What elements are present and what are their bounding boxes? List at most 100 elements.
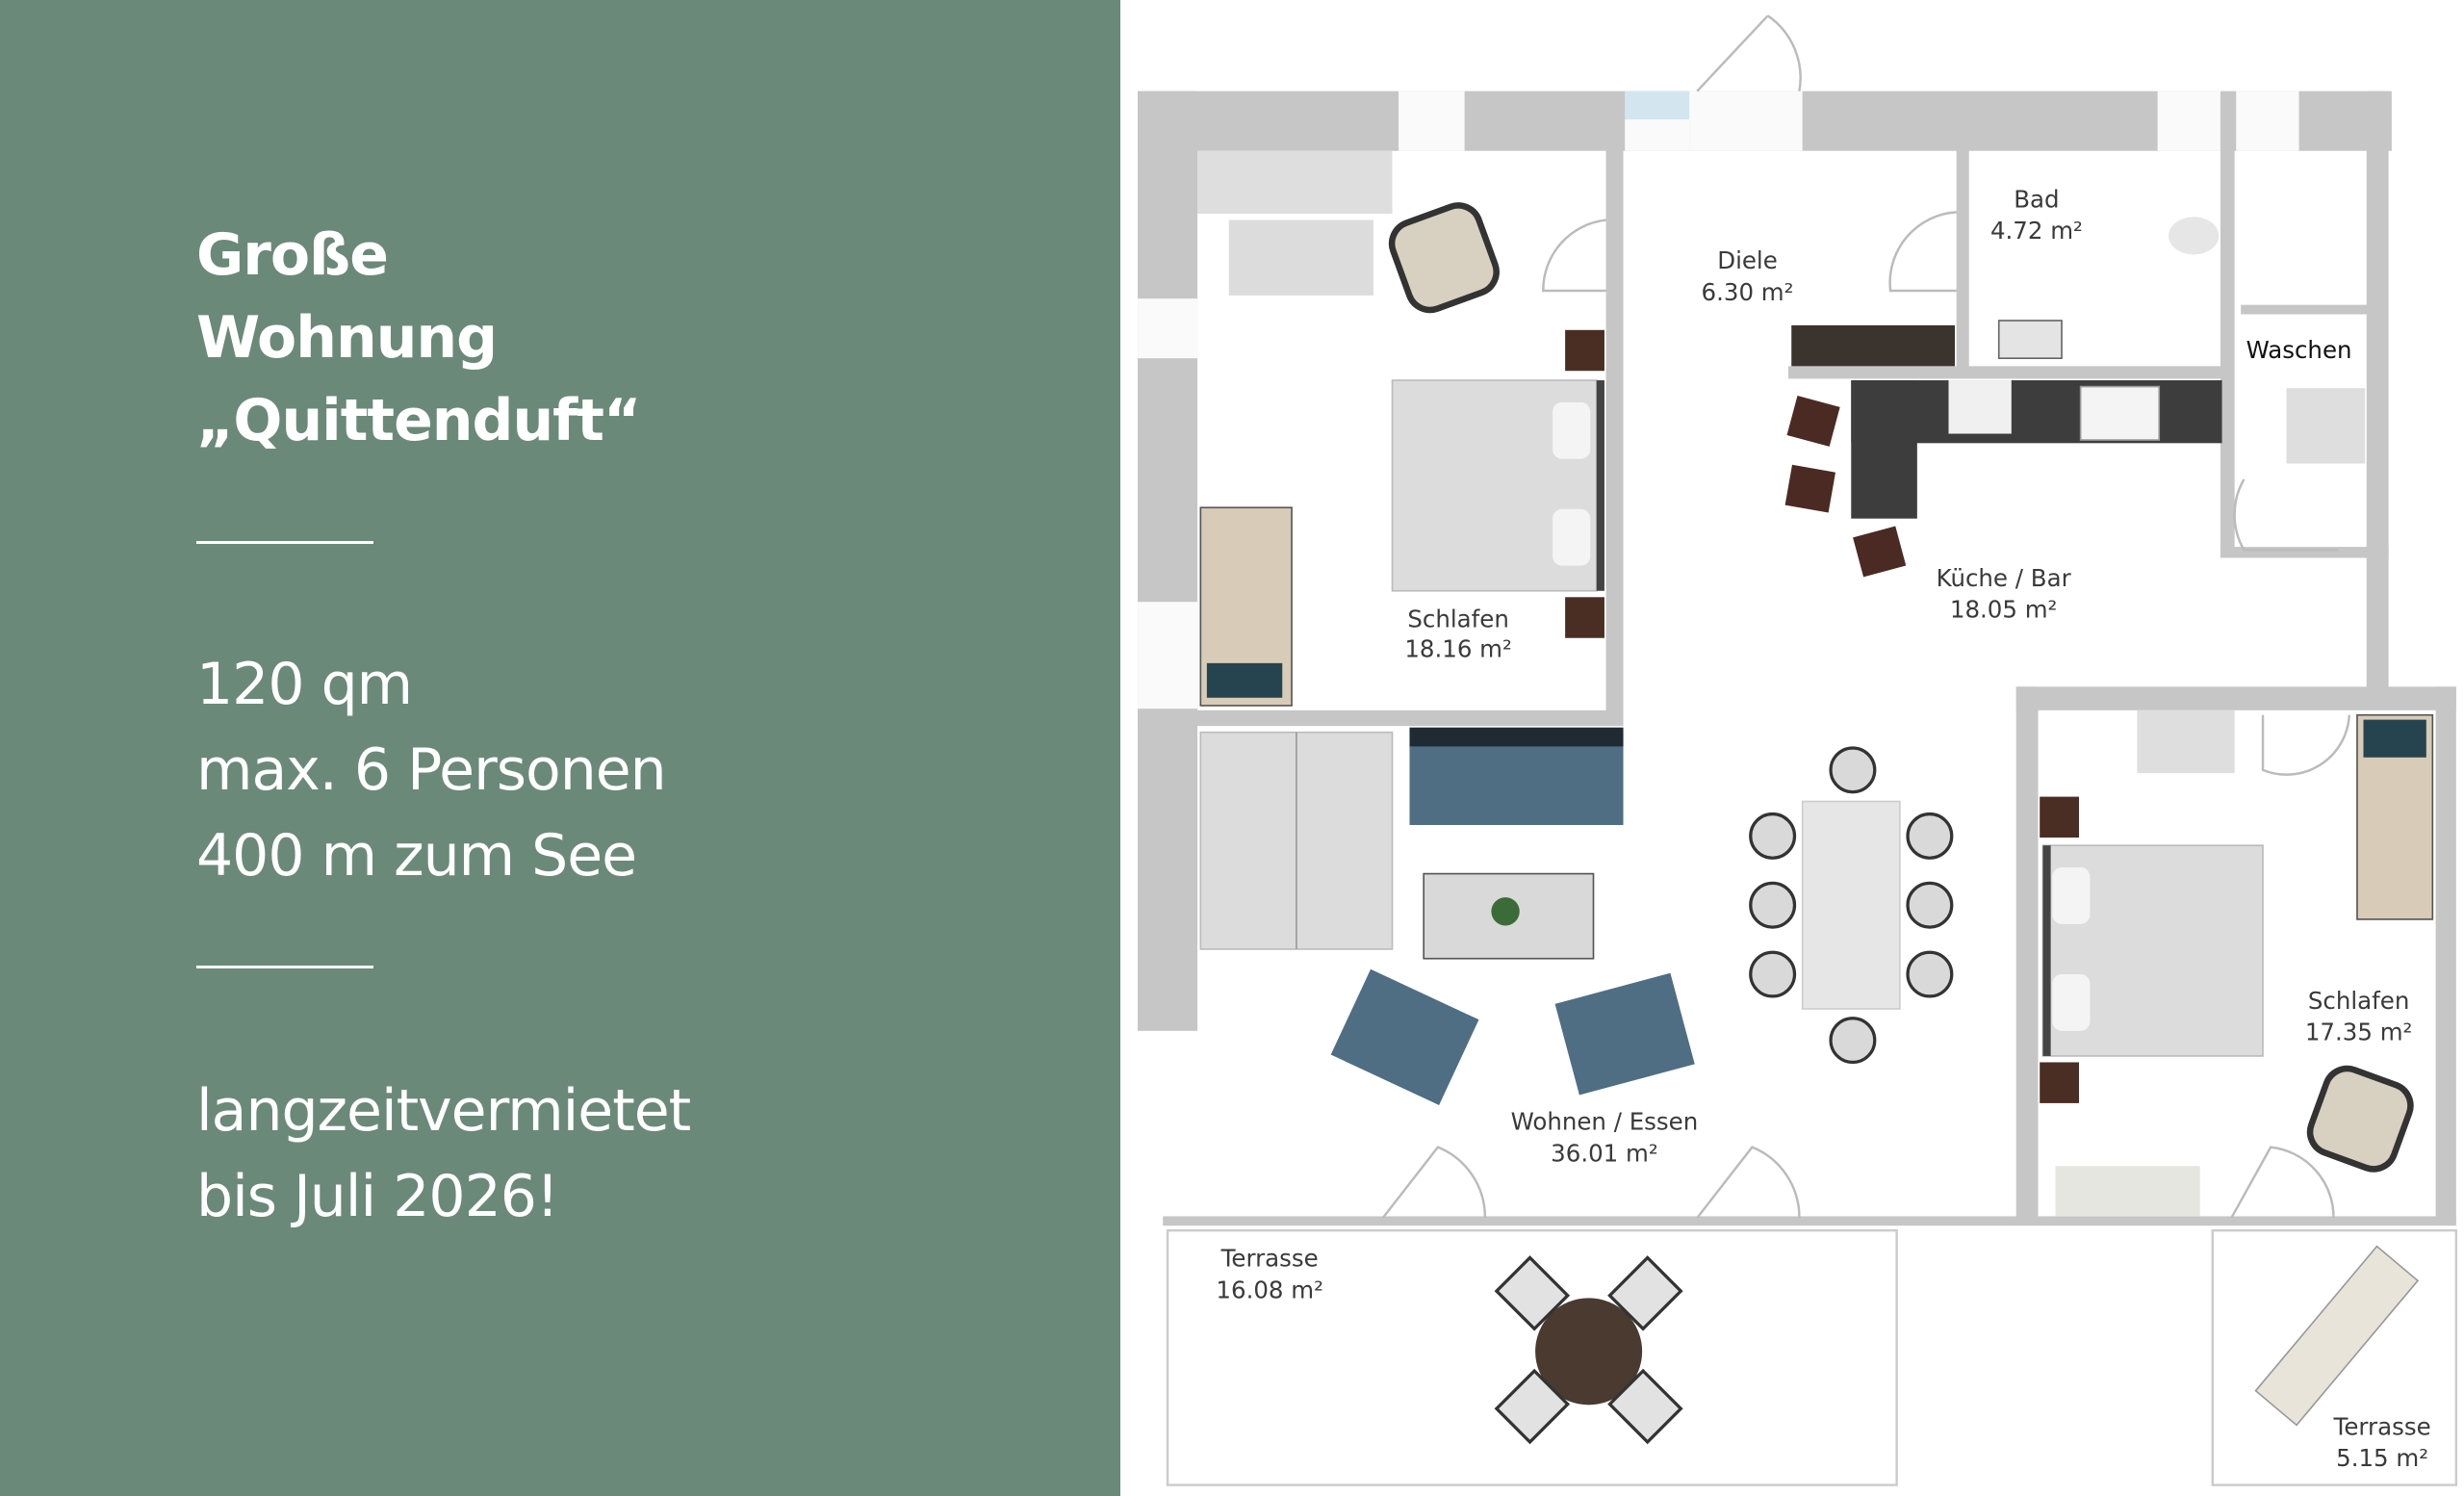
washbasin — [1997, 320, 2063, 359]
pillow — [1553, 508, 1591, 566]
armchair — [1388, 202, 1500, 314]
window — [1625, 119, 1690, 151]
chair — [1829, 1017, 1877, 1065]
room-name: Schlafen — [2308, 987, 2409, 1015]
window — [1625, 90, 1690, 120]
wall-bad-east — [2220, 149, 2235, 558]
door-swing — [1381, 1146, 1487, 1219]
chair — [1906, 812, 1954, 860]
kitchen-counter — [1851, 380, 1917, 519]
dining-table — [1801, 800, 1901, 1010]
door-swing — [1888, 211, 1957, 293]
chair — [1906, 881, 1954, 929]
room-area: 36.01 m² — [1551, 1139, 1657, 1167]
room-area: 18.16 m² — [1404, 634, 1511, 662]
door-swing — [1696, 14, 1802, 92]
wall-schlafen-east — [1605, 149, 1624, 715]
listing-title: Große Wohnung „Quittenduft“ — [196, 214, 641, 462]
pillow — [2363, 719, 2426, 758]
room-area: 5.15 m² — [2336, 1444, 2428, 1472]
chair — [1494, 1255, 1571, 1331]
armchair — [2306, 1065, 2414, 1173]
room-area: 4.72 m² — [1990, 217, 2083, 245]
sideboard — [1791, 324, 1956, 367]
fact-lake: 400 m zum See — [196, 822, 637, 890]
sink — [2079, 385, 2161, 441]
room-area: 6.30 m² — [1702, 278, 1794, 306]
wall-waschen-south — [2220, 547, 2389, 558]
wall-bad-west — [1956, 149, 1969, 377]
door-swing — [2233, 478, 2339, 552]
terraces — [1166, 1228, 2458, 1486]
armchair — [1554, 972, 1695, 1096]
wall-kitchen — [1787, 366, 2229, 379]
room-area: 17.35 m² — [2305, 1019, 2412, 1046]
chair — [1494, 1368, 1571, 1445]
wall-waschen-shelf — [2241, 304, 2376, 315]
pillow — [1553, 401, 1591, 459]
doors — [1381, 14, 2351, 1219]
nightstand — [1565, 329, 1604, 372]
pillow — [2052, 867, 2091, 924]
facts-list: 120 qm max. 6 Personen 400 m zum See — [196, 642, 667, 899]
stove — [1948, 380, 2012, 434]
bed-headboard — [2042, 845, 2051, 1056]
info-panel: Große Wohnung „Quittenduft“ 120 qm max. … — [0, 0, 1120, 1496]
wall-left — [1138, 90, 1198, 1031]
wall-schlafen-south — [1138, 709, 1624, 727]
title-line: Große — [196, 221, 389, 289]
round-table — [1535, 1298, 1643, 1406]
wall-schlafen2-east — [2435, 686, 2456, 1223]
window — [1138, 602, 1198, 709]
room-name: Waschen — [2246, 336, 2352, 364]
room-name: Bad — [2014, 185, 2059, 213]
terrace-outline — [2211, 1228, 2458, 1486]
bar-stool — [1784, 464, 1836, 513]
nightstand — [2040, 796, 2079, 838]
note-line: langzeitvermietet — [196, 1077, 691, 1145]
door-swing — [2261, 714, 2351, 776]
wardrobe — [1197, 150, 1393, 214]
furniture — [1199, 202, 2434, 1445]
door-swing — [1542, 219, 1606, 293]
desk — [2055, 1166, 2200, 1217]
fact-size: 120 qm — [196, 651, 413, 718]
plant — [1491, 897, 1520, 926]
room-labels: Schlafen 18.16 m² Diele 6.30 m² Bad 4.72… — [1216, 185, 2430, 1472]
bar-stool — [1786, 396, 1840, 447]
note-line: bis Juli 2026! — [196, 1163, 559, 1230]
window — [1138, 298, 1198, 359]
terrace-outline — [1166, 1228, 1898, 1486]
wardrobe — [2137, 709, 2235, 774]
sofa-back — [1409, 727, 1624, 747]
chair — [1829, 746, 1877, 794]
chair — [1906, 950, 1954, 998]
divider — [196, 541, 373, 544]
pillow — [2052, 974, 2091, 1031]
door-opening — [1689, 90, 1803, 151]
chair — [1749, 881, 1797, 929]
chair — [1607, 1368, 1683, 1445]
terrace-chairs — [1494, 1255, 1683, 1445]
chair — [1749, 950, 1797, 998]
wall-facade-south — [1163, 1216, 2456, 1226]
window — [2157, 90, 2220, 151]
bed-headboard — [1596, 380, 1604, 591]
room-name: Wohnen / Essen — [1511, 1108, 1699, 1136]
room-name: Terrasse — [1220, 1245, 1319, 1273]
coffee-table — [1423, 872, 1595, 960]
room-area: 16.08 m² — [1216, 1276, 1322, 1303]
windows — [1138, 90, 2299, 709]
rental-note: langzeitvermietet bis Juli 2026! — [196, 1069, 691, 1240]
title-line: „Quittenduft“ — [196, 387, 641, 454]
room-name: Küche / Bar — [1937, 564, 2072, 592]
title-line: Wohnung — [196, 304, 498, 372]
chair — [1607, 1255, 1683, 1331]
armchair — [1330, 968, 1479, 1105]
nightstand — [2040, 1062, 2079, 1103]
divider — [196, 966, 373, 968]
wall-right — [2366, 90, 2389, 695]
window — [2236, 90, 2299, 151]
room-name: Diele — [1717, 246, 1778, 274]
